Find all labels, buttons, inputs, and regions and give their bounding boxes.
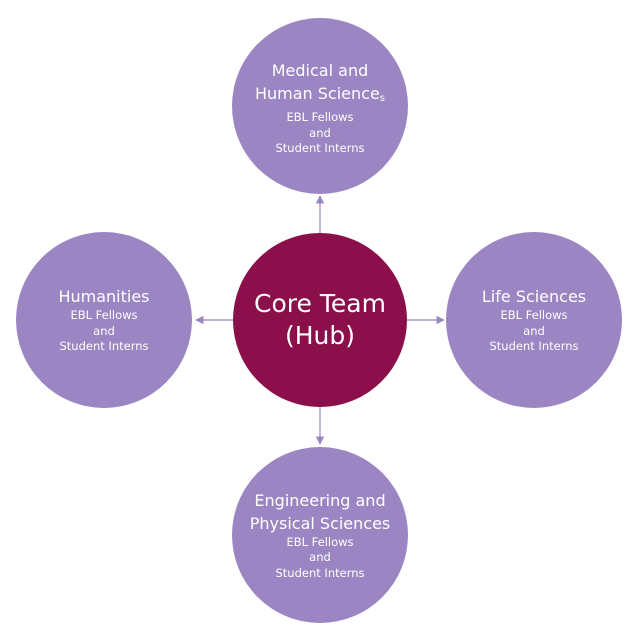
node-title-suffix: s xyxy=(379,93,386,105)
node-subtitle: EBL Fellows and Student Interns xyxy=(275,534,365,580)
node-title: Life Sciences xyxy=(481,287,587,307)
node-humanities: Humanities EBL Fellows and Student Inter… xyxy=(16,232,192,408)
hub-title: Core Team (Hub) xyxy=(254,289,386,350)
node-title: Medical and Human Sciences xyxy=(255,59,385,110)
node-title-text: Medical and Human Science xyxy=(254,61,380,104)
node-life-sciences: Life Sciences EBL Fellows and Student In… xyxy=(446,232,622,408)
node-subtitle: EBL Fellows and Student Interns xyxy=(275,110,365,156)
node-engineering-physical-sciences: Engineering and Physical Sciences EBL Fe… xyxy=(232,447,408,623)
hub-core-team: Core Team (Hub) xyxy=(233,233,407,407)
node-subtitle: EBL Fellows and Student Interns xyxy=(489,308,579,354)
node-title: Humanities xyxy=(58,287,150,307)
node-medical-human-sciences: Medical and Human Sciences EBL Fellows a… xyxy=(232,18,408,194)
node-subtitle: EBL Fellows and Student Interns xyxy=(59,308,149,354)
node-title: Engineering and Physical Sciences xyxy=(249,490,391,533)
